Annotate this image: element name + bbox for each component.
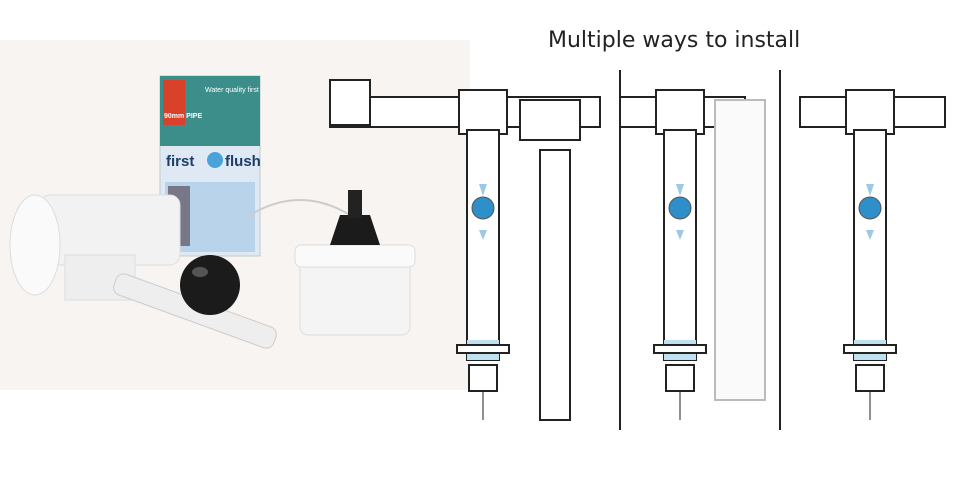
droplet-icon bbox=[207, 152, 223, 168]
tee-junction bbox=[458, 89, 508, 135]
screw-cap bbox=[249, 190, 416, 336]
arrow-up-icon bbox=[676, 184, 684, 196]
downpipe-ghost bbox=[714, 99, 766, 401]
product-box: Water quality first 90mm PIPE first flus… bbox=[159, 75, 261, 257]
elbow-left bbox=[329, 79, 371, 126]
box-brand-first: first bbox=[166, 153, 194, 170]
float-ball bbox=[668, 196, 692, 220]
downpipe bbox=[539, 149, 571, 421]
tee-junction bbox=[655, 89, 705, 135]
flange bbox=[653, 344, 707, 354]
elbow-right bbox=[519, 99, 581, 141]
arrow-up-icon bbox=[866, 184, 874, 196]
drain-fitting bbox=[855, 364, 885, 392]
flange bbox=[456, 344, 510, 354]
flange bbox=[843, 344, 897, 354]
arrow-down-icon bbox=[479, 230, 487, 240]
box-brand-flush: flush bbox=[225, 153, 261, 170]
box-pipe-label: 90mm PIPE bbox=[164, 113, 202, 120]
arrow-up-icon bbox=[479, 184, 487, 196]
drain-fitting bbox=[468, 364, 498, 392]
install-heading: Multiple ways to install bbox=[548, 28, 801, 53]
arrow-down-icon bbox=[866, 230, 874, 240]
vertical-chamber bbox=[663, 129, 697, 361]
float-ball bbox=[858, 196, 882, 220]
arrow-down-icon bbox=[676, 230, 684, 240]
float-ball bbox=[471, 196, 495, 220]
vertical-chamber bbox=[853, 129, 887, 361]
float-ball bbox=[180, 255, 240, 315]
tee-fitting bbox=[9, 194, 181, 301]
vertical-chamber bbox=[466, 129, 500, 361]
tee-junction bbox=[845, 89, 895, 135]
box-tagline: Water quality first bbox=[205, 87, 259, 94]
drain-fitting bbox=[665, 364, 695, 392]
